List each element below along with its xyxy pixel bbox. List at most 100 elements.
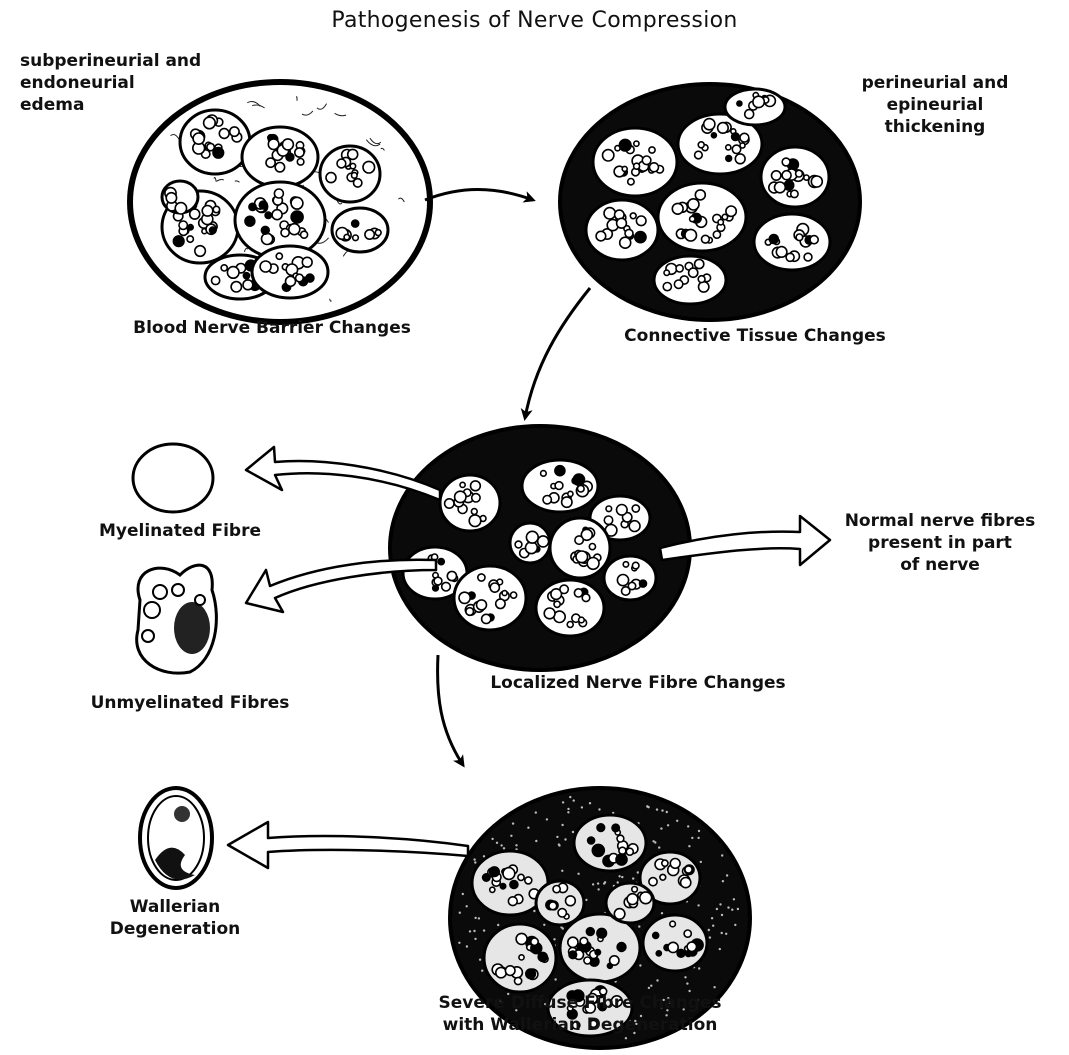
speckle — [598, 808, 600, 810]
speckle — [561, 824, 563, 826]
speckle — [698, 967, 700, 969]
speckle — [661, 912, 663, 914]
axon — [282, 139, 293, 150]
speckle — [585, 899, 587, 901]
speckle — [543, 924, 545, 926]
nucleus — [174, 806, 190, 822]
axon — [459, 592, 470, 603]
axon — [595, 950, 600, 955]
axon — [604, 208, 615, 219]
axon — [219, 129, 229, 139]
axon — [656, 951, 661, 956]
axon — [337, 159, 346, 168]
axon — [549, 902, 557, 910]
axon — [442, 582, 451, 591]
speckle — [697, 904, 699, 906]
speckle — [554, 978, 556, 980]
speckle — [462, 893, 464, 895]
axon — [735, 154, 745, 164]
axon — [588, 837, 595, 844]
axon — [515, 541, 522, 548]
axon — [617, 943, 626, 952]
axon — [586, 928, 594, 936]
axon — [567, 622, 573, 628]
axon — [685, 229, 697, 241]
axon — [445, 499, 454, 508]
axon — [526, 969, 536, 979]
axon — [261, 226, 269, 234]
speckle — [581, 806, 583, 808]
axon — [558, 909, 566, 917]
axon — [635, 232, 646, 243]
axon — [587, 558, 599, 570]
axon — [496, 599, 505, 608]
axon — [531, 938, 538, 945]
axon — [213, 206, 219, 212]
localized-fibre-label: Localized Nerve Fibre Changes — [448, 672, 828, 694]
speckle — [496, 842, 498, 844]
axon — [275, 163, 284, 172]
axon — [153, 585, 167, 599]
axon — [704, 119, 715, 130]
axon — [295, 148, 304, 157]
speckle — [667, 824, 669, 826]
axon — [782, 158, 790, 166]
speckle — [646, 805, 648, 807]
severe-diffuse-label: Severe Diffuse Fibre Changes with Waller… — [380, 992, 780, 1036]
axon — [496, 967, 506, 977]
normal-fibres-label: Normal nerve fibres present in part of n… — [820, 510, 1060, 576]
axon — [508, 897, 517, 906]
axon — [592, 844, 604, 856]
axon — [650, 163, 659, 172]
axon — [634, 163, 640, 169]
axon — [471, 509, 477, 515]
axon — [702, 235, 710, 243]
axon — [505, 966, 515, 976]
speckle — [625, 1037, 627, 1039]
axon — [711, 133, 716, 138]
axon — [676, 265, 683, 272]
unmyelinated-fibre-drawing — [137, 565, 217, 673]
speckle — [473, 858, 475, 860]
speckle — [510, 835, 512, 837]
axon — [302, 257, 312, 267]
speckle — [597, 888, 599, 890]
speckle — [700, 861, 702, 863]
connective-fiber — [297, 97, 298, 101]
speckle — [564, 838, 566, 840]
axon — [620, 237, 631, 248]
axon — [326, 173, 336, 183]
axon — [649, 147, 655, 153]
axon — [689, 268, 698, 277]
axon — [297, 159, 304, 166]
axon — [668, 942, 678, 952]
axon — [213, 148, 224, 159]
axon — [660, 874, 666, 880]
speckle — [726, 874, 728, 876]
axon — [589, 544, 595, 550]
wallerian-fibre-drawing — [140, 788, 212, 888]
axon — [629, 521, 640, 532]
speckle — [617, 881, 619, 883]
axon — [538, 952, 547, 961]
axon — [662, 860, 668, 866]
axon — [622, 166, 627, 171]
speckle — [721, 932, 723, 934]
axon — [695, 259, 704, 268]
speckle — [737, 908, 739, 910]
axon — [630, 213, 636, 219]
axon — [617, 505, 628, 516]
speckle — [527, 827, 529, 829]
speckle — [546, 818, 548, 820]
axon — [543, 496, 551, 504]
axon — [575, 536, 583, 544]
axon — [187, 236, 193, 242]
axon — [142, 630, 154, 642]
axon — [653, 932, 659, 938]
axon — [554, 601, 560, 607]
axon — [353, 235, 359, 241]
speckle — [603, 882, 605, 884]
speckle — [483, 929, 485, 931]
axon — [695, 190, 705, 200]
